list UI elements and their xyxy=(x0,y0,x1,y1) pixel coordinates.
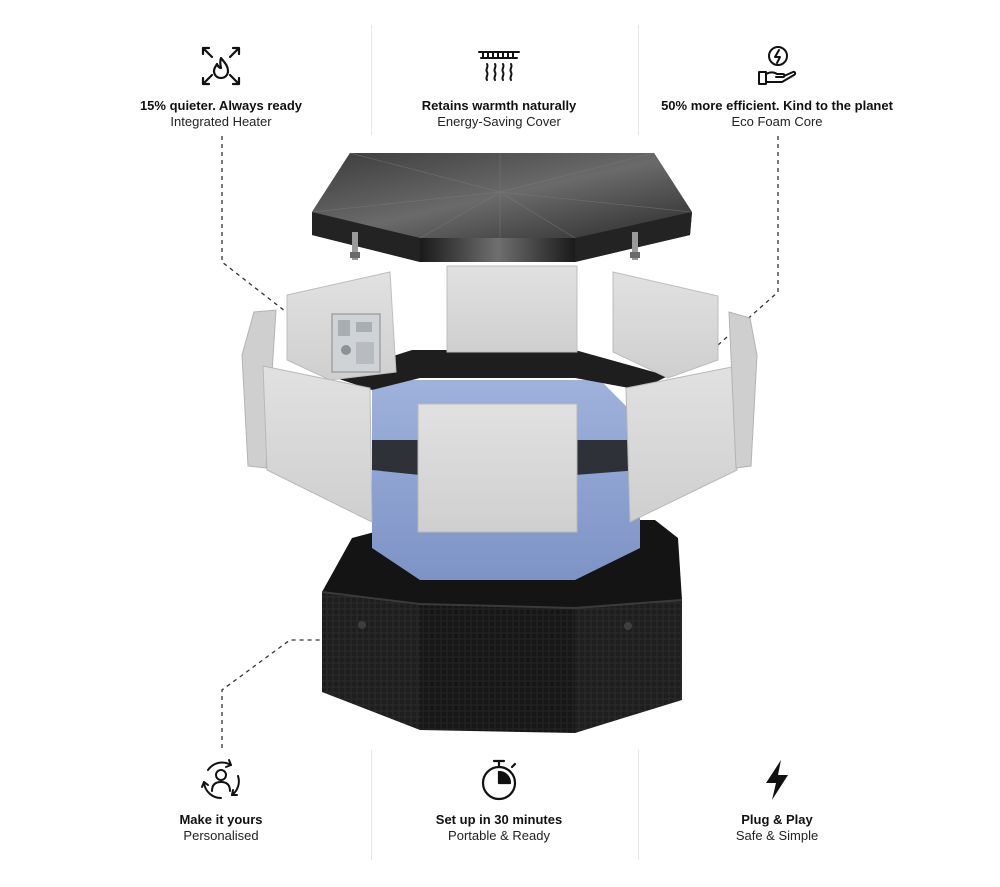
energy-cover-icon xyxy=(478,51,520,81)
feature-subtitle: Integrated Heater xyxy=(170,114,272,129)
feature-portable-ready: Set up in 30 minutes Portable & Ready xyxy=(369,758,629,844)
cover-clip-right xyxy=(630,232,640,260)
feature-title: Plug & Play xyxy=(741,812,813,827)
feature-subtitle: Personalised xyxy=(183,828,259,843)
divider-bottom-right xyxy=(638,750,639,860)
feature-title: 50% more efficient. Kind to the planet xyxy=(661,98,893,113)
feature-subtitle: Portable & Ready xyxy=(448,828,550,843)
feature-title: Make it yours xyxy=(179,812,263,827)
feature-subtitle: Eco Foam Core xyxy=(731,114,823,129)
cover-clip-left xyxy=(350,232,360,260)
divider-top-right xyxy=(638,25,639,135)
side-panels-back xyxy=(286,265,719,381)
callout-eco-foam xyxy=(717,136,779,346)
feature-integrated-heater: 15% quieter. Always ready Integrated Hea… xyxy=(91,44,351,130)
feature-title: Set up in 30 minutes xyxy=(435,812,563,827)
energy-saving-cover xyxy=(311,152,693,262)
eco-hand-icon xyxy=(758,46,797,85)
feature-subtitle: Energy-Saving Cover xyxy=(437,114,561,129)
divider-bottom-left xyxy=(371,750,372,860)
stopwatch-icon xyxy=(481,759,517,801)
feature-personalised: Make it yours Personalised xyxy=(91,758,351,844)
feature-subtitle: Safe & Simple xyxy=(735,828,819,843)
feature-energy-saving-cover: Retains warmth naturally Energy-Saving C… xyxy=(369,44,629,130)
feature-title: 15% quieter. Always ready xyxy=(139,98,303,113)
personalise-icon xyxy=(201,759,240,800)
lightning-icon xyxy=(766,760,788,800)
divider-top-left xyxy=(371,25,372,135)
callout-personalise xyxy=(221,639,320,748)
heater-icon xyxy=(201,46,241,86)
heater-unit xyxy=(331,313,381,373)
feature-title: Retains warmth naturally xyxy=(421,98,577,113)
base-fastener-left xyxy=(358,621,366,629)
feature-safe-simple: Plug & Play Safe & Simple xyxy=(647,758,907,844)
feature-eco-foam-core: 50% more efficient. Kind to the planet E… xyxy=(647,44,907,130)
side-panels-front xyxy=(241,309,758,533)
base-fastener-right xyxy=(624,622,632,630)
